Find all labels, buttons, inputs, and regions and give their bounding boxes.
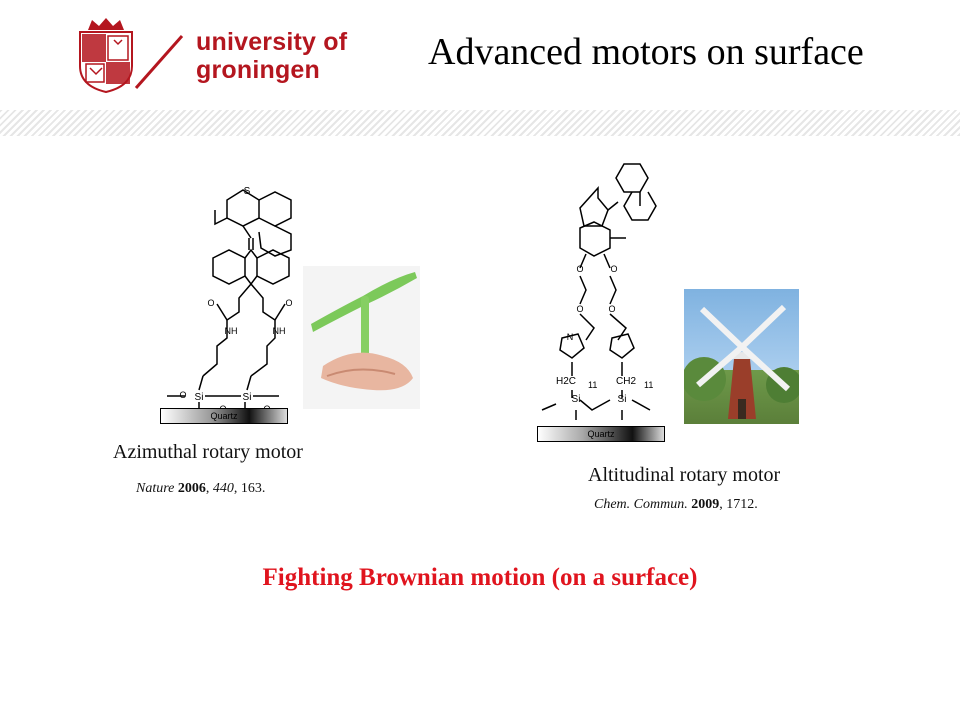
crest-icon	[79, 18, 184, 94]
substrate-label: Quartz	[210, 411, 238, 421]
logo-line1: university of	[196, 28, 348, 56]
quartz-substrate: Quartz	[537, 426, 665, 442]
atom-O: O	[285, 298, 292, 308]
propeller-photo	[303, 266, 420, 409]
right-motor-reference: Chem. Commun. 2009, 1712.	[594, 497, 758, 512]
atom-Si: Si	[572, 394, 581, 405]
atom-Si: Si	[195, 392, 204, 403]
slide-headline: Fighting Brownian motion (on a surface)	[262, 564, 698, 591]
atom-NH: NH	[225, 326, 238, 336]
quartz-substrate: Quartz	[160, 408, 288, 424]
windmill-photo	[684, 289, 799, 424]
slide-title: Advanced motors on surface	[428, 31, 864, 73]
propeller-toy-icon	[311, 272, 417, 391]
atom-O: O	[576, 304, 583, 314]
atom-O: O	[179, 390, 186, 400]
substrate-label: Quartz	[587, 429, 615, 439]
atom-S: S	[244, 186, 251, 197]
university-logo	[74, 14, 354, 94]
atom-Si: Si	[243, 392, 252, 403]
atom-N: N	[567, 332, 574, 342]
left-motor-reference: Nature 2006, 440, 163.	[136, 481, 266, 496]
altitudinal-motor-structure: O O O O N H2C CH2 11 11 Si Si	[541, 163, 657, 420]
right-motor-caption: Altitudinal rotary motor	[588, 464, 781, 486]
atom-O: O	[576, 264, 583, 274]
windmill-icon	[684, 304, 799, 419]
logo-line2: groningen	[196, 56, 321, 84]
chain-left: H2C	[556, 376, 576, 387]
chain-count: 11	[644, 380, 653, 390]
atom-Si: Si	[618, 394, 627, 405]
chain-right: CH2	[616, 376, 636, 387]
header-divider	[0, 110, 960, 136]
chain-count: 11	[588, 380, 597, 390]
atom-O: O	[207, 298, 214, 308]
logo-wordmark: university of groningen	[196, 28, 347, 84]
atom-O: O	[610, 264, 617, 274]
atom-NH: NH	[273, 326, 286, 336]
azimuthal-motor-structure: S O O NH NH Si Si O O O O O	[167, 186, 293, 422]
atom-O: O	[608, 304, 615, 314]
left-motor-caption: Azimuthal rotary motor	[113, 441, 303, 463]
